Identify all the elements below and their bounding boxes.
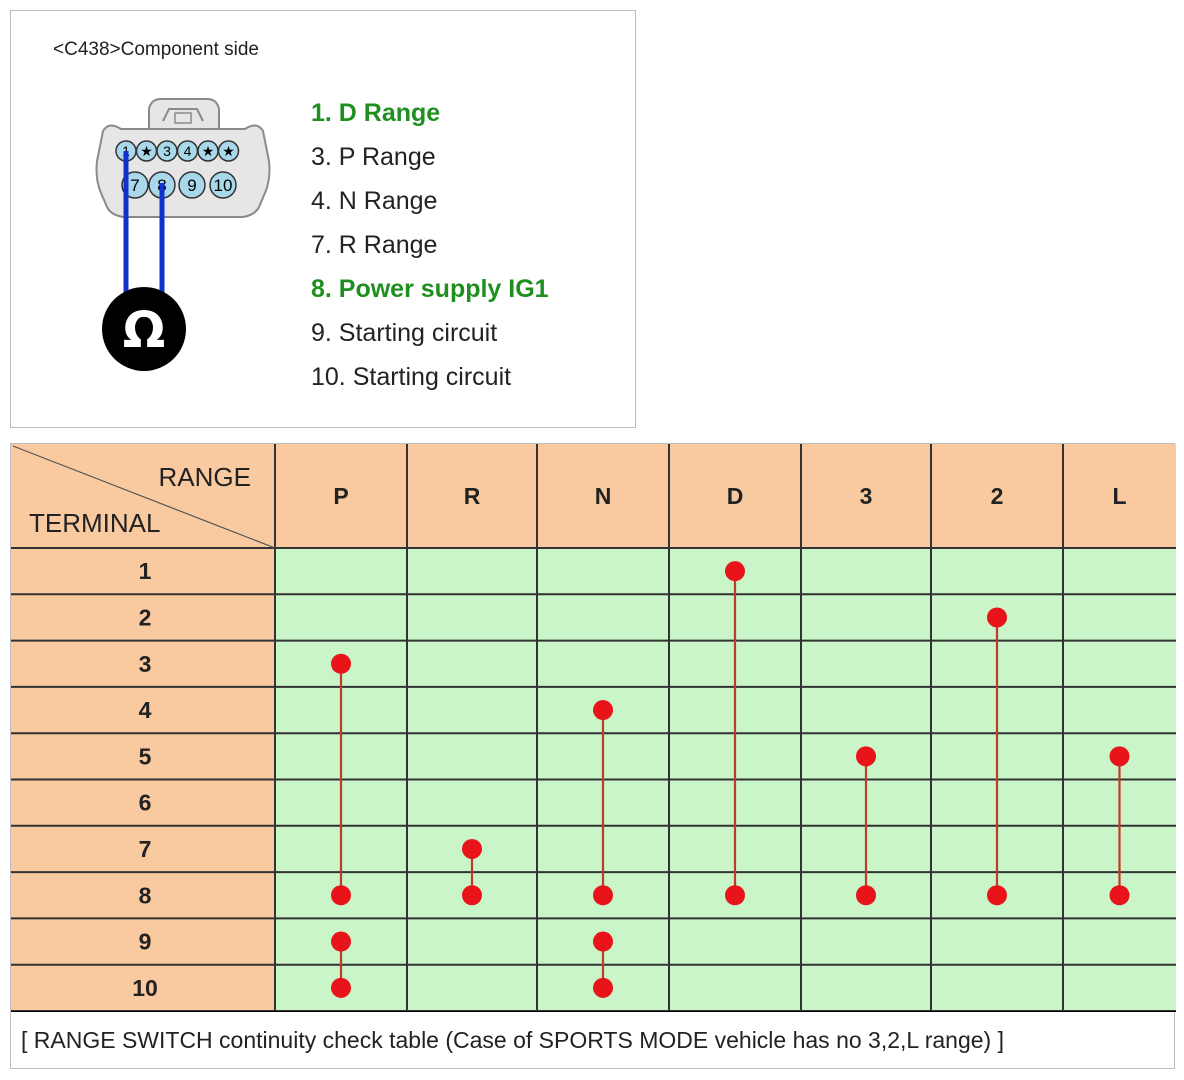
continuity-link [331,931,351,998]
legend-item: 7. R Range [311,231,438,259]
continuity-link [593,931,613,998]
continuity-dot [593,700,613,721]
terminal-label: 5 [139,743,152,769]
continuity-dot [856,746,876,767]
connector-pin: 10 [209,171,237,199]
connector-caption: <C438>Component side [53,39,259,60]
range-header-3: 3 [860,483,873,509]
pin-label: 10 [214,176,233,195]
continuity-dot [1109,746,1130,767]
range-header-d: D [727,483,744,509]
connector-pin: 3 [156,140,178,162]
range-header-l: L [1112,483,1126,509]
table-header: RANGE TERMINAL P R N D 3 2 L [11,444,1176,548]
ohm-symbol: Ω [123,301,166,359]
terminal-label: 2 [139,604,152,630]
corner-diagonal [12,445,276,549]
connector-pin: ★ [135,140,158,162]
legend-item: 3. P Range [311,143,436,171]
continuity-dot [331,931,351,952]
continuity-marks [331,561,1130,998]
continuity-link [1109,746,1130,906]
pin-label: ★ [222,143,235,159]
continuity-link [987,607,1007,906]
ohmmeter-icon [102,287,186,371]
range-header-p: P [333,483,348,509]
grid-lines [11,444,1176,1012]
continuity-dot [987,885,1007,906]
connector-pin: 4 [176,140,199,162]
legend-item: 10. Starting circuit [311,363,512,391]
terminal-label: 7 [139,836,152,862]
pin-label: 4 [184,143,192,159]
legend-item: 4. N Range [311,187,438,215]
terminal-label: 6 [139,790,152,816]
pin-label: 9 [187,176,196,195]
continuity-link [856,746,876,906]
continuity-dot [331,885,351,906]
legend-item: 8. Power supply IG1 [311,275,549,303]
continuity-table: RANGE TERMINAL P R N D 3 2 L 1 2 3 4 5 6 7 8 9 10 [ RANGE … [10,443,1176,1069]
connector-pin: ★ [197,140,219,162]
terminal-label: 1 [139,558,152,584]
continuity-dot [462,885,482,906]
pin-label: ★ [140,143,153,159]
continuity-link [331,653,351,906]
continuity-dot [593,977,613,998]
terminal-label: 8 [139,882,152,908]
legend-item: 9. Starting circuit [311,319,498,347]
continuity-grid: RANGE TERMINAL P R N D 3 2 L 1 2 3 4 5 6 7 8 9 10 [11,444,1176,1012]
continuity-dot [725,885,745,906]
continuity-dot [1109,885,1130,906]
continuity-dot [725,561,745,582]
range-header-n: N [595,483,612,509]
legend-item: 1. D Range [311,99,441,127]
corner-label-range: RANGE [159,462,251,492]
range-header-r: R [464,483,481,509]
pin-label: ★ [202,143,215,159]
continuity-link [462,838,482,906]
range-header-2: 2 [991,483,1004,509]
continuity-link [593,700,613,906]
connector-pin: 9 [178,171,206,199]
pin-label: 3 [163,143,171,159]
terminal-label: 10 [132,975,158,1001]
corner-label-terminal: TERMINAL [29,508,160,538]
connector-pin: ★ [217,140,240,162]
continuity-dot [331,977,351,998]
continuity-dot [856,885,876,906]
terminal-label: 4 [139,697,152,723]
continuity-dot [593,885,613,906]
continuity-dot [331,653,351,674]
continuity-dot [593,931,613,952]
table-footnote: [ RANGE SWITCH continuity check table (C… [21,1027,1004,1053]
terminal-label: 9 [139,929,152,955]
pin-label: 7 [130,176,139,195]
terminal-label: 3 [139,651,152,677]
continuity-dot [987,607,1007,628]
continuity-link [725,561,745,906]
pin-legend: 1. D Range 3. P Range 4. N Range 7. R Ra… [311,91,549,399]
continuity-dot [462,838,482,859]
